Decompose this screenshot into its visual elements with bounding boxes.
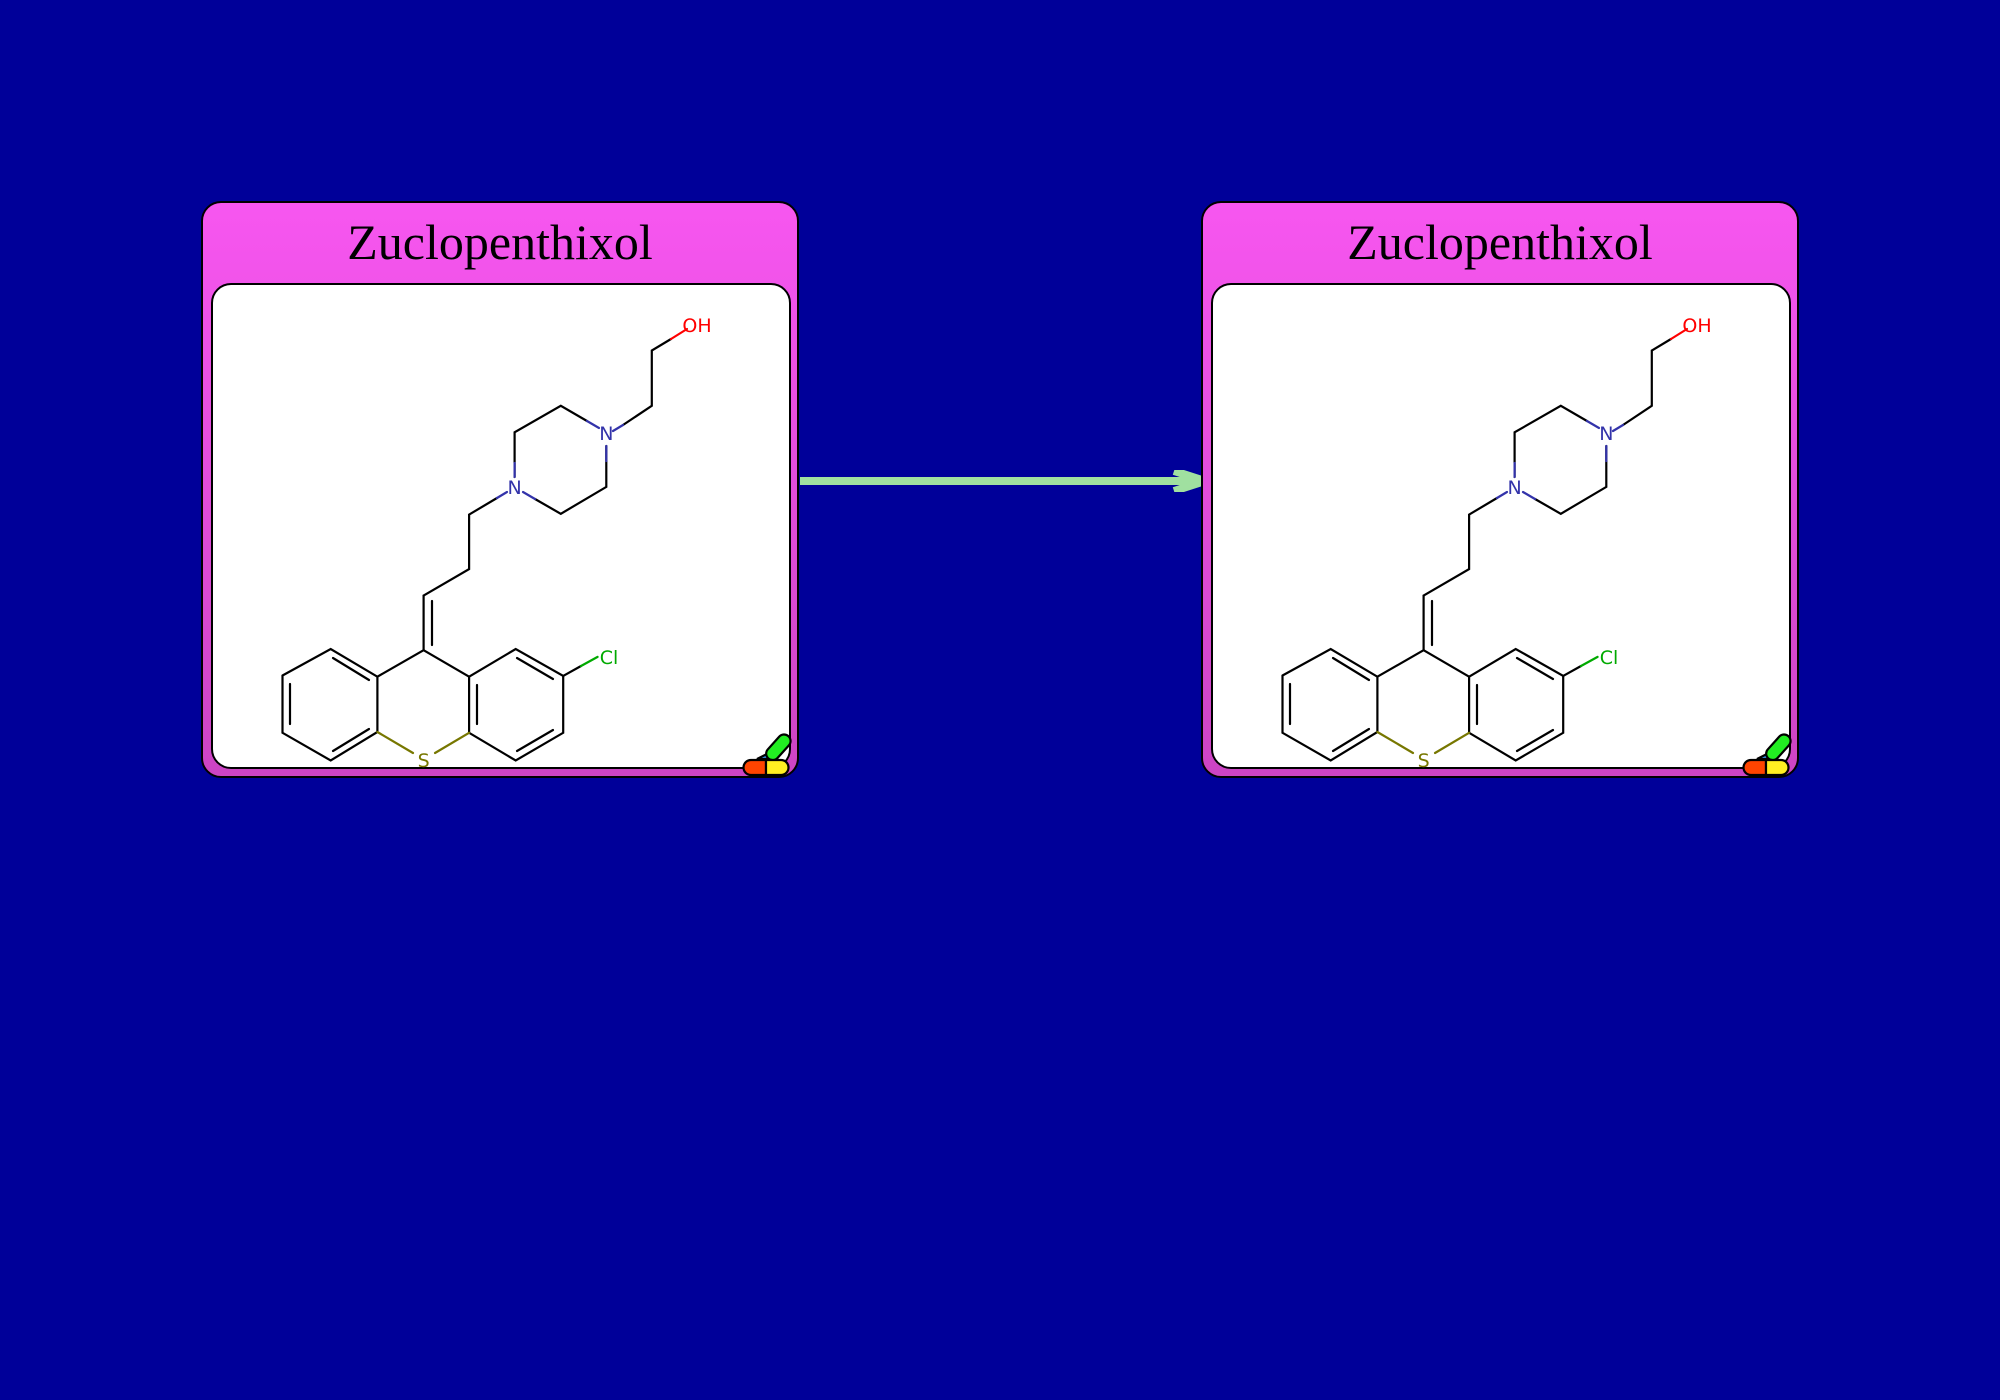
structure-panel <box>211 283 791 769</box>
structure-panel <box>1211 283 1791 769</box>
molecule-node-source[interactable]: Zuclopenthixol <box>201 201 799 778</box>
molecule-node-target[interactable]: Zuclopenthixol <box>1201 201 1799 778</box>
node-title: Zuclopenthixol <box>347 214 653 270</box>
node-title: Zuclopenthixol <box>1347 214 1653 270</box>
reaction-arrow <box>800 470 1219 492</box>
